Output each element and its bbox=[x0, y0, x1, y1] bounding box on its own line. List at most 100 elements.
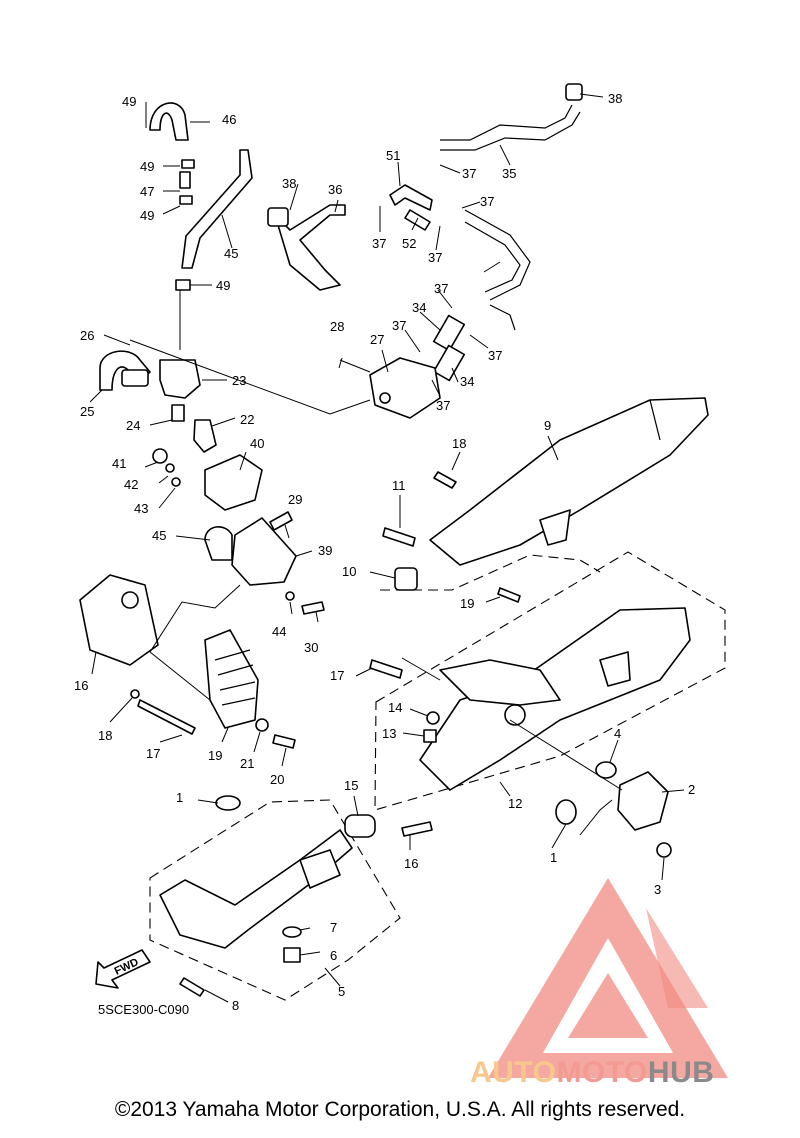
clamp-49-a bbox=[181, 159, 195, 169]
pipe-52-c bbox=[489, 304, 516, 331]
leader-lines bbox=[89, 93, 685, 1003]
air-cover-40 bbox=[204, 454, 263, 511]
hose-50 bbox=[389, 184, 433, 211]
label-21: 17 bbox=[146, 746, 160, 761]
label-29: 25 bbox=[80, 404, 94, 419]
bolt-33 bbox=[301, 601, 325, 615]
muffler-group-outline bbox=[374, 551, 726, 811]
hose-46 bbox=[181, 149, 253, 269]
gasket-1-b bbox=[555, 799, 577, 825]
pipe-52-b bbox=[464, 221, 521, 293]
label-18: 18 bbox=[452, 436, 466, 451]
label-40: 40 bbox=[250, 436, 264, 451]
label-5: 5 bbox=[338, 984, 345, 999]
label-39: 39 bbox=[318, 543, 332, 558]
pipe-15 bbox=[344, 814, 376, 838]
reed-valve-31 bbox=[369, 357, 441, 419]
cap-38-b bbox=[565, 83, 583, 101]
label-37-f: 37 bbox=[392, 318, 406, 333]
label-43: 43 bbox=[134, 501, 148, 516]
label-49-c: 49 bbox=[140, 208, 154, 223]
hose-45 bbox=[204, 526, 233, 561]
bolt-21 bbox=[137, 699, 196, 735]
bolt-19 bbox=[497, 587, 521, 603]
bolt-32-a bbox=[339, 359, 371, 373]
assembly-20-port bbox=[121, 591, 139, 609]
nut-6 bbox=[283, 947, 301, 963]
muffler-9-bracket bbox=[539, 509, 571, 546]
washer-7 bbox=[282, 926, 302, 938]
reed-valve-bolt-hole bbox=[379, 392, 391, 404]
label-8: 8 bbox=[232, 998, 239, 1013]
muffler-12-mount bbox=[599, 651, 631, 687]
hose-47 bbox=[149, 102, 189, 141]
label-37-b: 37 bbox=[372, 236, 386, 251]
nut-3 bbox=[656, 842, 672, 858]
label-31: 27 bbox=[370, 332, 384, 347]
label-35: 35 bbox=[502, 166, 516, 181]
label-14: 14 bbox=[388, 700, 402, 715]
label-26: 22 bbox=[240, 412, 254, 427]
assembly-20 bbox=[79, 574, 159, 666]
label-34-a: 34 bbox=[412, 300, 426, 315]
part-number-labels: 49 46 49 47 49 45 49 26 25 23 24 22 40 4… bbox=[74, 91, 695, 1013]
muffler-9 bbox=[429, 397, 709, 566]
label-23: 19 bbox=[208, 748, 222, 763]
label-4: 4 bbox=[614, 726, 621, 741]
label-28: 24 bbox=[126, 418, 140, 433]
flange-2 bbox=[617, 771, 669, 831]
watermark-text-moto: MOTO bbox=[556, 1056, 648, 1089]
radiator-23-fins bbox=[214, 649, 256, 706]
label-49-a: 49 bbox=[122, 94, 136, 109]
gasket-10 bbox=[394, 567, 418, 591]
cap-38-a bbox=[267, 207, 289, 227]
label-1-b: 1 bbox=[550, 850, 557, 865]
radiator-23 bbox=[204, 629, 259, 729]
label-3: 3 bbox=[654, 882, 661, 897]
plug-28 bbox=[171, 404, 185, 422]
pipe-35-b bbox=[440, 111, 581, 151]
label-49-b: 49 bbox=[140, 159, 154, 174]
label-17: 17 bbox=[330, 668, 344, 683]
label-37-c: 37 bbox=[480, 194, 494, 209]
washer-43 bbox=[171, 477, 181, 487]
label-1-a: 1 bbox=[176, 790, 183, 805]
watermark-text-hub: HUB bbox=[647, 1056, 715, 1089]
exhaust-pipe-5-clamp bbox=[299, 849, 341, 889]
label-44: 44 bbox=[272, 624, 286, 639]
label-37-e: 37 bbox=[434, 281, 448, 296]
label-42: 42 bbox=[124, 477, 138, 492]
muffler-12-inlet bbox=[504, 704, 526, 726]
label-15: 15 bbox=[344, 778, 358, 793]
label-49-d: 49 bbox=[216, 278, 230, 293]
nut-13 bbox=[423, 729, 437, 743]
watermark-text: AUTOMOTOHUB bbox=[470, 1056, 714, 1090]
bolt-11 bbox=[382, 527, 416, 547]
label-25: 21 bbox=[240, 756, 254, 771]
bolt-16 bbox=[401, 821, 433, 837]
hose-26 bbox=[193, 419, 217, 453]
label-6: 6 bbox=[330, 948, 337, 963]
label-37-d: 37 bbox=[428, 250, 442, 265]
label-24: 20 bbox=[270, 772, 284, 787]
label-38-b: 38 bbox=[608, 91, 622, 106]
label-37-g: 37 bbox=[488, 348, 502, 363]
bolt-18 bbox=[433, 471, 457, 489]
label-41: 41 bbox=[112, 456, 126, 471]
pipe-52 bbox=[464, 209, 531, 301]
fwd-arrow-icon: FWD bbox=[95, 949, 151, 989]
pipe-36 bbox=[274, 204, 346, 291]
nut-41 bbox=[152, 448, 168, 464]
gasket-1-a bbox=[215, 795, 241, 811]
label-30: 26 bbox=[80, 328, 94, 343]
label-27: 23 bbox=[232, 373, 246, 388]
cutoff-valve-27 bbox=[159, 359, 201, 399]
label-2: 2 bbox=[688, 782, 695, 797]
fwd-label: FWD bbox=[113, 956, 141, 977]
label-12: 12 bbox=[508, 796, 522, 811]
label-10: 10 bbox=[342, 564, 356, 579]
label-7: 7 bbox=[330, 920, 337, 935]
label-37-a: 37 bbox=[462, 166, 476, 181]
label-36: 36 bbox=[328, 182, 342, 197]
